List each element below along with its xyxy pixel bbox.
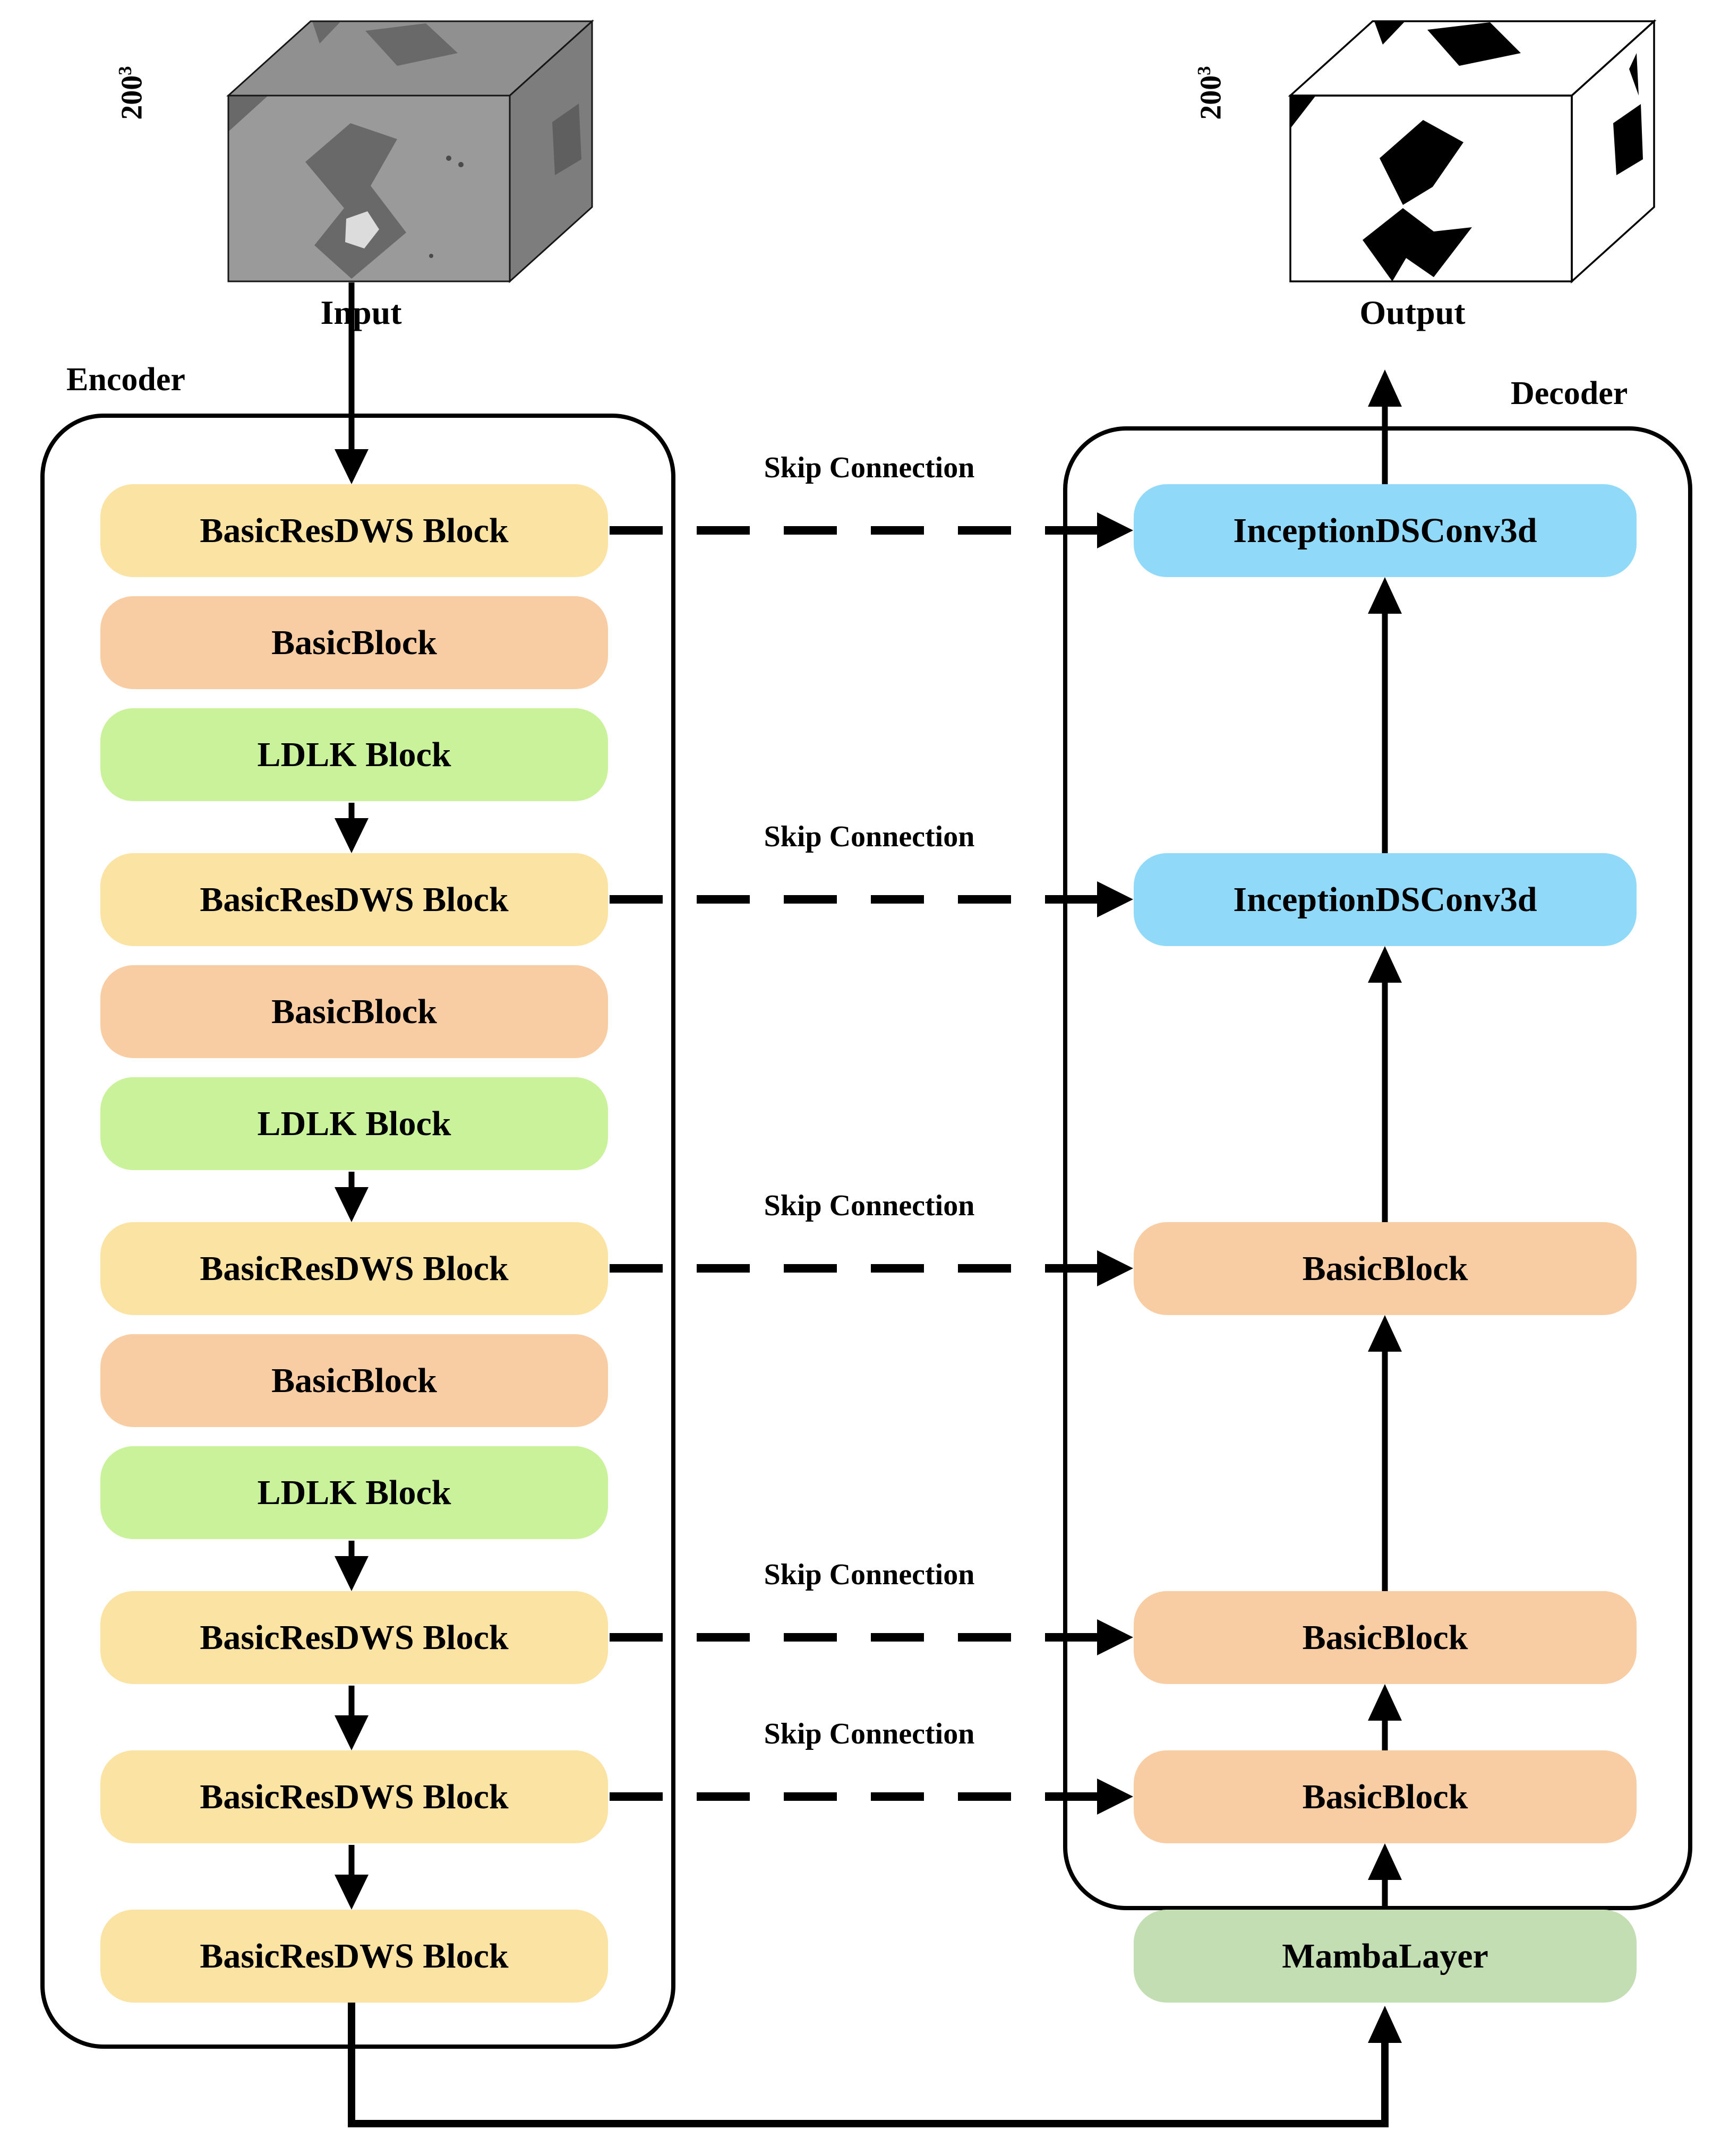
input-down-arrow-icon: [335, 282, 369, 484]
encoder-block-basic-2: BasicBlock: [100, 965, 608, 1058]
decoder-box: [1063, 426, 1692, 1910]
encoder-block-basicresdws-1: BasicResDWS Block: [100, 484, 608, 577]
decoder-up-arrow-icon: [1368, 577, 1402, 1910]
encoder-block-ldlk-3: LDLK Block: [100, 1446, 608, 1539]
input-volume-image: [226, 19, 594, 284]
skip-connection-label-5: Skip Connection: [764, 1717, 975, 1750]
decoder-title: Decoder: [1511, 375, 1628, 411]
skip-connection-label-1: Skip Connection: [764, 451, 975, 484]
decoder-block-basic-3: BasicBlock: [1134, 1750, 1637, 1843]
output-volume-image: [1288, 19, 1657, 284]
decoder-block-mamba: MambaLayer: [1134, 1910, 1637, 2003]
encoder-title: Encoder: [66, 362, 185, 398]
output-dimension-label: 2003: [1193, 66, 1228, 120]
output-caption: Output: [1359, 294, 1466, 331]
bottleneck-path-icon: [348, 2003, 1402, 2127]
encoder-block-basicresdws-3: BasicResDWS Block: [100, 1222, 608, 1315]
encoder-block-basic-3: BasicBlock: [100, 1334, 608, 1427]
output-up-arrow-icon: [1368, 370, 1402, 484]
skip-connection-label-4: Skip Connection: [764, 1558, 975, 1591]
decoder-block-inception-2: InceptionDSConv3d: [1134, 853, 1637, 946]
encoder-block-basicresdws-2: BasicResDWS Block: [100, 853, 608, 946]
encoder-box: [40, 414, 675, 2049]
encoder-down-arrow-icon: [335, 803, 369, 1910]
encoder-block-ldlk-2: LDLK Block: [100, 1077, 608, 1170]
encoder-block-basicresdws-4: BasicResDWS Block: [100, 1591, 608, 1684]
encoder-block-basic-1: BasicBlock: [100, 596, 608, 689]
decoder-block-basic-1: BasicBlock: [1134, 1222, 1637, 1315]
skip-connection-arrows: [610, 512, 1133, 1815]
input-caption: Input: [320, 294, 402, 331]
input-dimension-label: 2003: [114, 66, 149, 120]
skip-connection-label-2: Skip Connection: [764, 820, 975, 853]
skip-connection-label-3: Skip Connection: [764, 1189, 975, 1222]
decoder-block-basic-2: BasicBlock: [1134, 1591, 1637, 1684]
encoder-block-ldlk-1: LDLK Block: [100, 708, 608, 801]
encoder-block-basicresdws-6: BasicResDWS Block: [100, 1910, 608, 2003]
encoder-block-basicresdws-5: BasicResDWS Block: [100, 1750, 608, 1843]
decoder-block-inception-1: InceptionDSConv3d: [1134, 484, 1637, 577]
